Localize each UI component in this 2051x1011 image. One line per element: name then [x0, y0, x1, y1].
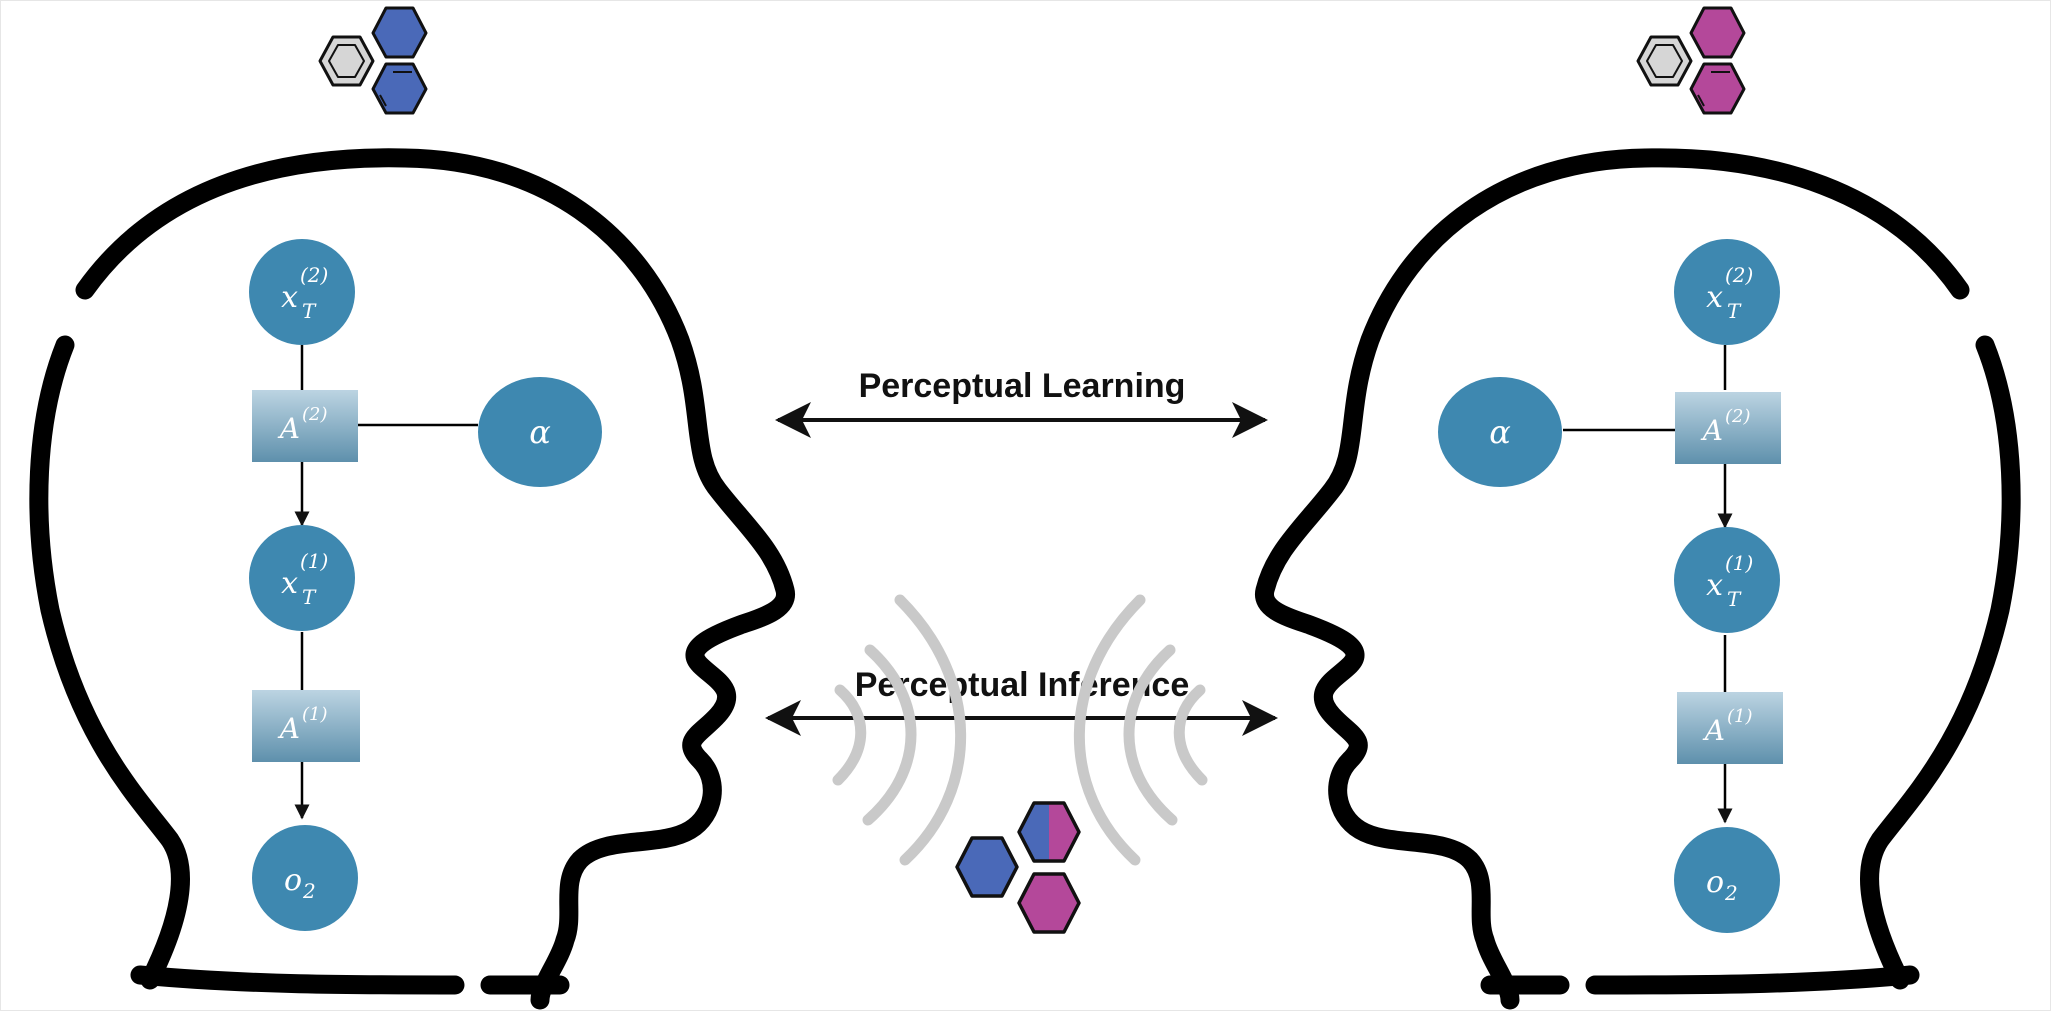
right-factor-a2: A (2) — [1675, 392, 1781, 464]
right-alpha-label: α — [1489, 413, 1511, 451]
right-a1-sup: (1) — [1727, 706, 1753, 727]
left-x2-sub: T — [302, 299, 317, 323]
right-a2-sup: (2) — [1725, 406, 1751, 427]
right-a1-base: A — [1702, 714, 1725, 747]
right-x1-sup: (1) — [1725, 551, 1753, 575]
left-graphical-model: x (2) T A (2) α x (1) T A (1) o 2 — [249, 239, 602, 931]
left-node-alpha: α — [478, 377, 602, 487]
left-factor-a2: A (2) — [252, 390, 358, 462]
right-factor-a1: A (1) — [1677, 692, 1783, 764]
left-x2-sup: (2) — [300, 263, 328, 287]
left-alpha-label: α — [529, 413, 551, 451]
left-o2-sub: 2 — [302, 879, 316, 903]
right-head-outline — [1255, 148, 2021, 1010]
left-a2-base: A — [277, 412, 300, 445]
left-node-x2: x (2) T — [249, 239, 355, 345]
left-a1-base: A — [277, 712, 300, 745]
right-o2-sub: 2 — [1724, 881, 1738, 905]
left-x2-base: x — [281, 280, 298, 315]
right-graphical-model: x (2) T A (2) α x (1) T A (1) o 2 — [1438, 239, 1783, 933]
left-head-outline — [29, 148, 795, 1010]
left-x1-sup: (1) — [300, 549, 328, 573]
right-node-o2: o 2 — [1674, 827, 1780, 933]
perceptual-learning-label: Perceptual Learning — [859, 367, 1186, 405]
sound-waves-right — [1073, 594, 1208, 866]
right-x2-base: x — [1706, 280, 1723, 315]
right-node-x2: x (2) T — [1674, 239, 1780, 345]
sound-waves-left — [832, 594, 967, 866]
left-a1-sup: (1) — [302, 704, 328, 725]
right-node-x1: x (1) T — [1674, 527, 1780, 633]
left-x1-base: x — [281, 566, 298, 601]
left-molecule-icon — [318, 6, 428, 115]
right-x2-sub: T — [1727, 299, 1742, 323]
shared-molecule-icon — [955, 801, 1081, 934]
left-node-x1: x (1) T — [249, 525, 355, 631]
right-node-alpha: α — [1438, 377, 1562, 487]
left-node-o2: o 2 — [252, 825, 358, 931]
right-x1-base: x — [1706, 568, 1723, 603]
right-x2-sup: (2) — [1725, 263, 1753, 287]
left-a2-sup: (2) — [302, 404, 328, 425]
left-x1-sub: T — [302, 585, 317, 609]
left-factor-a1: A (1) — [252, 690, 360, 762]
right-o2-base: o — [1706, 865, 1724, 900]
right-x1-sub: T — [1727, 587, 1742, 611]
right-molecule-icon — [1636, 6, 1746, 115]
right-a2-base: A — [1700, 414, 1723, 447]
left-o2-base: o — [284, 863, 302, 898]
